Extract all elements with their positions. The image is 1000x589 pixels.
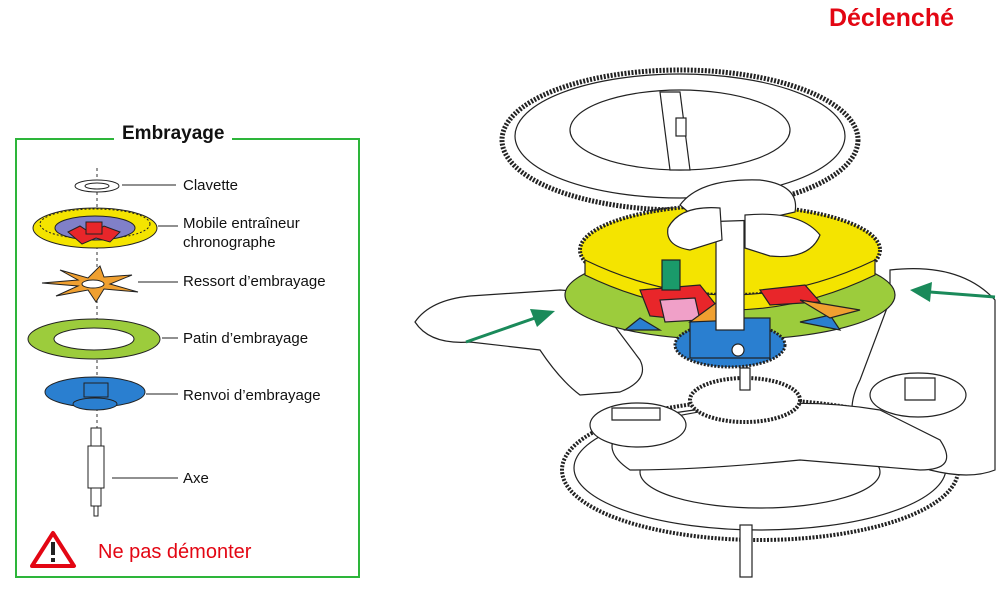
warning-text: Ne pas démonter: [98, 541, 252, 563]
label-clavette: Clavette: [183, 177, 239, 194]
patin-part: [27, 318, 178, 360]
middle-gear: [688, 367, 802, 424]
state-title: Déclenché: [828, 4, 954, 32]
warning-icon: [30, 531, 76, 568]
renvoi-part: [44, 376, 178, 411]
bridge-right: [611, 268, 996, 476]
arrow-right-icon: [910, 282, 996, 302]
panel-title: Embrayage: [114, 123, 233, 145]
label-patin: Patin d’embrayage: [183, 330, 309, 347]
exploded-view: [27, 168, 178, 517]
assembled-mechanism: [414, 67, 996, 578]
clavette-part: [74, 179, 176, 193]
screw-right: [869, 372, 967, 418]
label-renvoi: Renvoi d’embrayage: [183, 387, 321, 404]
central-axis: [667, 179, 821, 331]
mobile-entraineur-part: [32, 207, 178, 249]
arrow-left-icon: [465, 309, 555, 344]
ressort-part: [41, 265, 178, 303]
screw-left: [589, 402, 687, 448]
label-axe: Axe: [183, 470, 209, 487]
axe-part: [87, 427, 178, 517]
assembled-renvoi: [623, 314, 842, 369]
label-mobile-entraineur: Mobile entraîneur chronographe: [183, 215, 300, 251]
label-ressort: Ressort d’embrayage: [183, 273, 326, 290]
top-wheel: [499, 67, 861, 213]
